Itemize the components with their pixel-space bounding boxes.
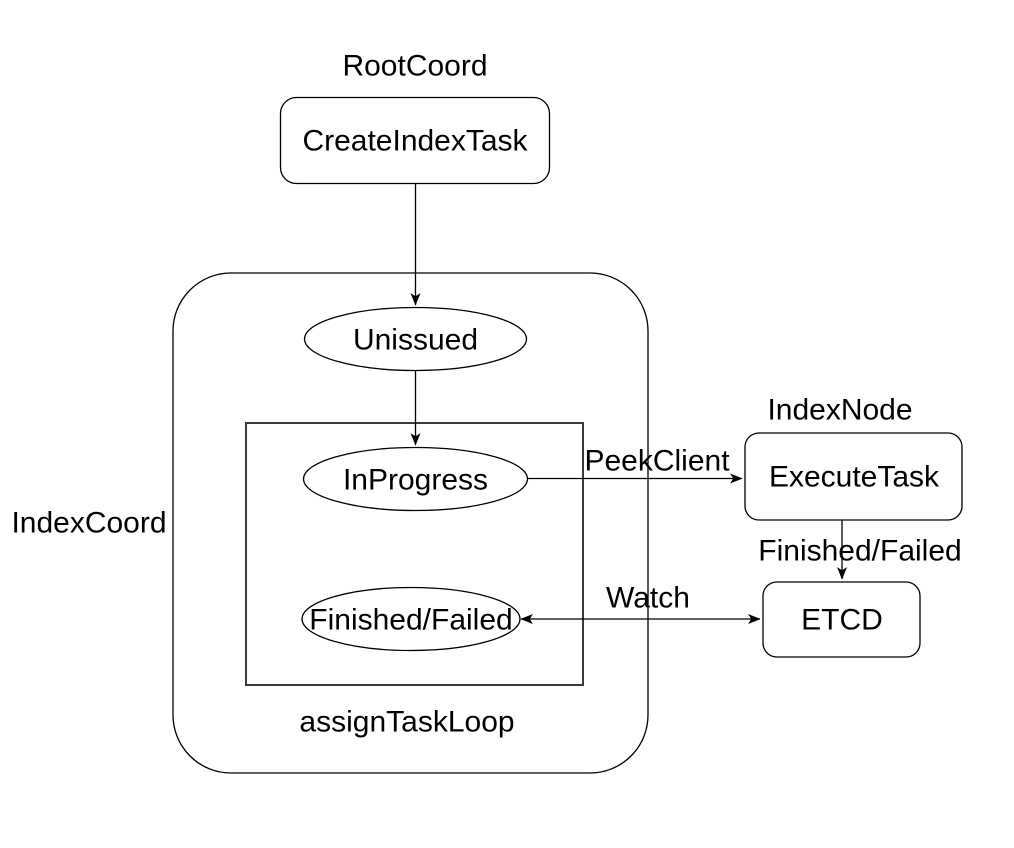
unissued-label: Unissued <box>353 324 478 357</box>
in-progress-state-node <box>302 446 529 512</box>
assign-task-loop-container <box>245 422 584 686</box>
in-progress-label: InProgress <box>343 464 488 497</box>
unissued-state-node <box>303 306 528 372</box>
finished-failed-state-node <box>301 586 521 652</box>
execute-task-node <box>744 432 963 521</box>
watch-edge-label: Watch <box>606 582 690 615</box>
create-index-task-node <box>279 96 551 185</box>
finished-failed-state-label: Finished/Failed <box>309 604 512 637</box>
finished-failed-edge-label: Finished/Failed <box>758 535 961 568</box>
index-coord-container <box>172 272 649 774</box>
etcd-label: ETCD <box>801 604 883 637</box>
root-coord-label: RootCoord <box>342 50 487 83</box>
etcd-node <box>762 581 921 658</box>
index-coord-label: IndexCoord <box>11 507 166 540</box>
peek-client-edge-label: PeekClient <box>584 445 730 478</box>
execute-task-label: ExecuteTask <box>769 461 940 494</box>
assign-task-loop-label: assignTaskLoop <box>299 706 514 739</box>
create-index-task-label: CreateIndexTask <box>302 125 528 158</box>
index-node-label: IndexNode <box>767 394 912 427</box>
